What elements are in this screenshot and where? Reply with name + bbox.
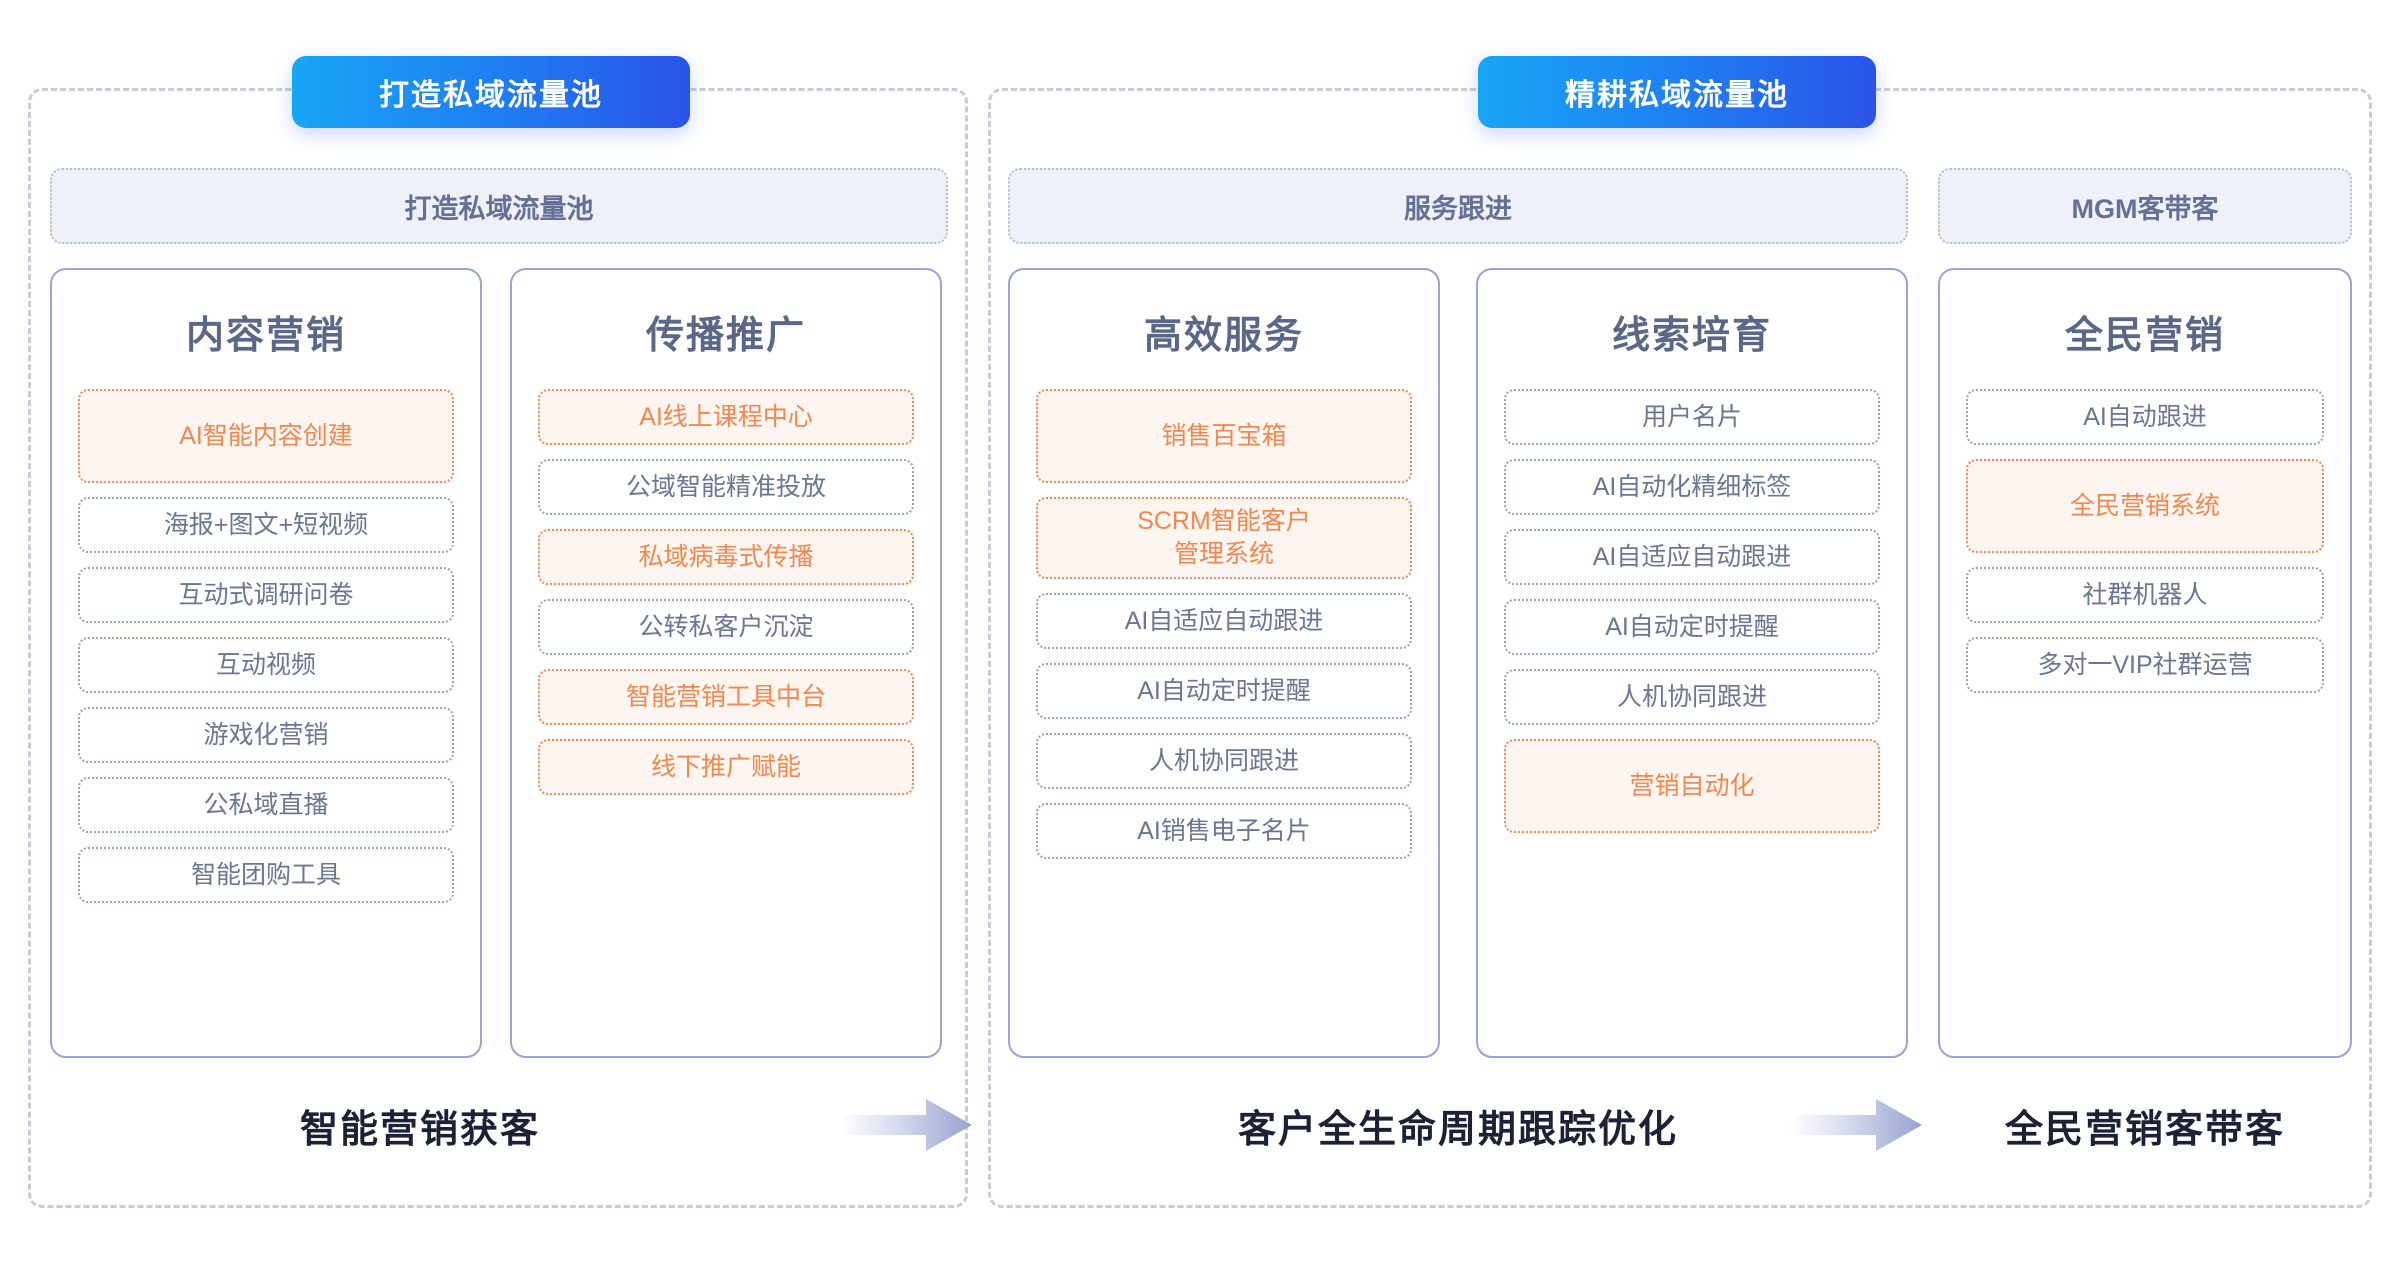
feature-item[interactable]: 游戏化营销 — [78, 707, 454, 763]
feature-item[interactable]: AI自动跟进 — [1966, 389, 2324, 445]
feature-item[interactable]: AI智能内容创建 — [78, 389, 454, 483]
column-title: 全民营销 — [2064, 315, 2225, 357]
caption-all-staff-referral: 全民营销客带客 — [2004, 1108, 2285, 1151]
feature-item[interactable]: AI自动化精细标签 — [1504, 459, 1880, 515]
feature-item[interactable]: AI自动定时提醒 — [1504, 599, 1880, 655]
feature-item[interactable]: 销售百宝箱 — [1036, 389, 1412, 483]
feature-item[interactable]: 人机协同跟进 — [1036, 733, 1412, 789]
feature-item[interactable]: 互动视频 — [78, 637, 454, 693]
column-title: 高效服务 — [1143, 315, 1304, 357]
feature-item[interactable]: SCRM智能客户管理系统 — [1036, 497, 1412, 579]
feature-item[interactable]: 公私域直播 — [78, 777, 454, 833]
column-card-efficient-service: 高效服务销售百宝箱 SCRM智能客户管理系统 AI自适应自动跟进 AI自动定时提醒人机… — [1008, 268, 1440, 1058]
feature-item[interactable]: 智能营销工具中台 — [538, 669, 914, 725]
column-card-promotion: 传播推广 AI线上课程中心公域智能精准投放私域病毒式传播公转私客户沉淀智能营销工具… — [510, 268, 942, 1058]
feature-item[interactable]: AI线上课程中心 — [538, 389, 914, 445]
column-title: 内容营销 — [185, 315, 346, 357]
right-arrow-icon — [840, 1099, 972, 1151]
feature-item[interactable]: 多对一VIP社群运营 — [1966, 637, 2324, 693]
stage-badge-cultivate-private-domain[interactable]: 精耕私域流量池 — [1478, 56, 1876, 128]
column-title: 传播推广 — [645, 315, 806, 357]
group-header-service-followup: 服务跟进 — [1008, 168, 1908, 244]
feature-item[interactable]: AI自动定时提醒 — [1036, 663, 1412, 719]
feature-item[interactable]: AI自适应自动跟进 — [1504, 529, 1880, 585]
column-card-lead-nurturing: 线索培育用户名片 AI自动化精细标签 AI自适应自动跟进 AI自动定时提醒人机协同跟进… — [1476, 268, 1908, 1058]
feature-item[interactable]: 公转私客户沉淀 — [538, 599, 914, 655]
right-arrow-icon — [1790, 1099, 1922, 1151]
caption-customer-lifecycle-optimization: 客户全生命周期跟踪优化 — [1237, 1108, 1678, 1151]
feature-item[interactable]: 智能团购工具 — [78, 847, 454, 903]
group-header-mgm-referral: MGM客带客 — [1938, 168, 2352, 244]
column-card-all-staff-marketing: 全民营销 AI自动跟进全民营销系统社群机器人多对一VIP社群运营 — [1938, 268, 2352, 1058]
feature-item[interactable]: 线下推广赋能 — [538, 739, 914, 795]
feature-item[interactable]: 社群机器人 — [1966, 567, 2324, 623]
stage-badge-build-private-domain[interactable]: 打造私域流量池 — [292, 56, 690, 128]
column-title: 线索培育 — [1611, 315, 1772, 357]
column-card-content-marketing: 内容营销 AI智能内容创建海报+图文+短视频互动式调研问卷互动视频游戏化营销公私域… — [50, 268, 482, 1058]
feature-item[interactable]: 营销自动化 — [1504, 739, 1880, 833]
caption-smart-marketing-acquisition: 智能营销获客 — [299, 1108, 540, 1151]
feature-item[interactable]: 全民营销系统 — [1966, 459, 2324, 553]
feature-item[interactable]: 公域智能精准投放 — [538, 459, 914, 515]
feature-item[interactable]: 海报+图文+短视频 — [78, 497, 454, 553]
feature-item[interactable]: 私域病毒式传播 — [538, 529, 914, 585]
feature-item[interactable]: 用户名片 — [1504, 389, 1880, 445]
feature-item[interactable]: AI自适应自动跟进 — [1036, 593, 1412, 649]
feature-item[interactable]: 人机协同跟进 — [1504, 669, 1880, 725]
feature-item[interactable]: 互动式调研问卷 — [78, 567, 454, 623]
group-header-build-private-domain: 打造私域流量池 — [50, 168, 948, 244]
feature-item[interactable]: AI销售电子名片 — [1036, 803, 1412, 859]
